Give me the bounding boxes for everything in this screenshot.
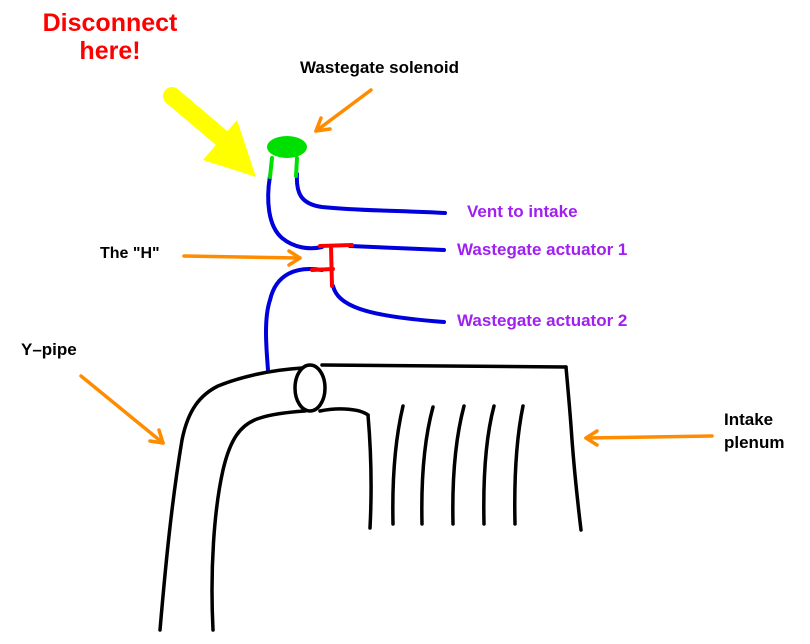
- arrow-icon: [584, 429, 714, 447]
- big-arrow-icon: [163, 87, 256, 177]
- label-vent-to-intake: Vent to intake: [467, 202, 578, 221]
- highlight-arrow-shaft: [163, 87, 233, 149]
- arrow-h-head: [287, 249, 302, 267]
- pointer-arrows: [79, 88, 714, 447]
- arrow-plenum-shaft: [584, 434, 714, 440]
- hoses: [264, 172, 447, 372]
- arrow-y-pipe-head: [148, 428, 165, 445]
- h-fitting: [310, 243, 354, 288]
- arrow-icon: [79, 374, 165, 445]
- arrow-plenum-head: [584, 429, 599, 447]
- h-fitting-top: [318, 243, 354, 248]
- arrow-y-pipe-shaft: [79, 374, 165, 445]
- plenum-side-wall: [366, 413, 373, 530]
- pipe-coupler: [293, 363, 327, 413]
- label-intake-plenum: Intake plenum: [724, 408, 784, 454]
- label-wastegate-solenoid: Wastegate solenoid: [300, 58, 460, 77]
- solenoid-nipple-left: [268, 156, 274, 179]
- label-intake-plenum-line-1: Intake: [724, 410, 774, 429]
- h-fitting-middle: [310, 267, 335, 272]
- arrow-solenoid-shaft: [314, 88, 373, 133]
- label-wastegate-actuator-1: Wastegate actuator 1: [457, 240, 628, 259]
- plenum-rib-2: [420, 405, 435, 526]
- solenoid-nipples: [268, 156, 299, 179]
- wastegate-solenoid-body: [267, 136, 307, 158]
- plenum-lower-edge: [318, 407, 370, 417]
- plenum-rib-4: [482, 404, 496, 526]
- hose-actuator-1: [348, 244, 446, 252]
- label-intake-plenum-line-2: plenum: [724, 433, 785, 452]
- plenum-top-edge: [320, 363, 568, 369]
- label-the-h: The "H": [100, 245, 160, 262]
- label-wastegate-actuator-2: Wastegate actuator 2: [457, 311, 628, 330]
- label-y-pipe: Y–pipe: [21, 340, 77, 359]
- y-pipe-outer-wall: [158, 366, 304, 632]
- arrow-solenoid-head: [314, 116, 332, 133]
- arrow-icon: [182, 249, 302, 267]
- plenum-rib-5: [513, 404, 525, 526]
- hose-to-y-pipe: [264, 267, 324, 372]
- solenoid-nipple-right: [294, 156, 299, 178]
- highlight-arrow-head: [203, 120, 256, 177]
- plenum-front-edge: [564, 365, 583, 532]
- hose-solenoid-to-h: [266, 174, 324, 251]
- disconnect-callout: Disconnect here!: [40, 9, 180, 65]
- h-fitting-stem: [329, 244, 334, 288]
- hose-vent-to-intake: [294, 172, 447, 215]
- plenum-rib-3: [451, 404, 466, 526]
- plenum-rib-1: [391, 404, 405, 526]
- disconnect-callout-line-1: Disconnect: [42, 9, 178, 37]
- arrow-icon: [314, 88, 373, 133]
- arrow-h-shaft: [182, 254, 302, 260]
- hose-actuator-2: [331, 284, 446, 324]
- intake-assembly: [158, 363, 583, 632]
- y-pipe-inner-wall: [210, 409, 307, 632]
- disconnect-callout-line-2: here!: [79, 37, 141, 65]
